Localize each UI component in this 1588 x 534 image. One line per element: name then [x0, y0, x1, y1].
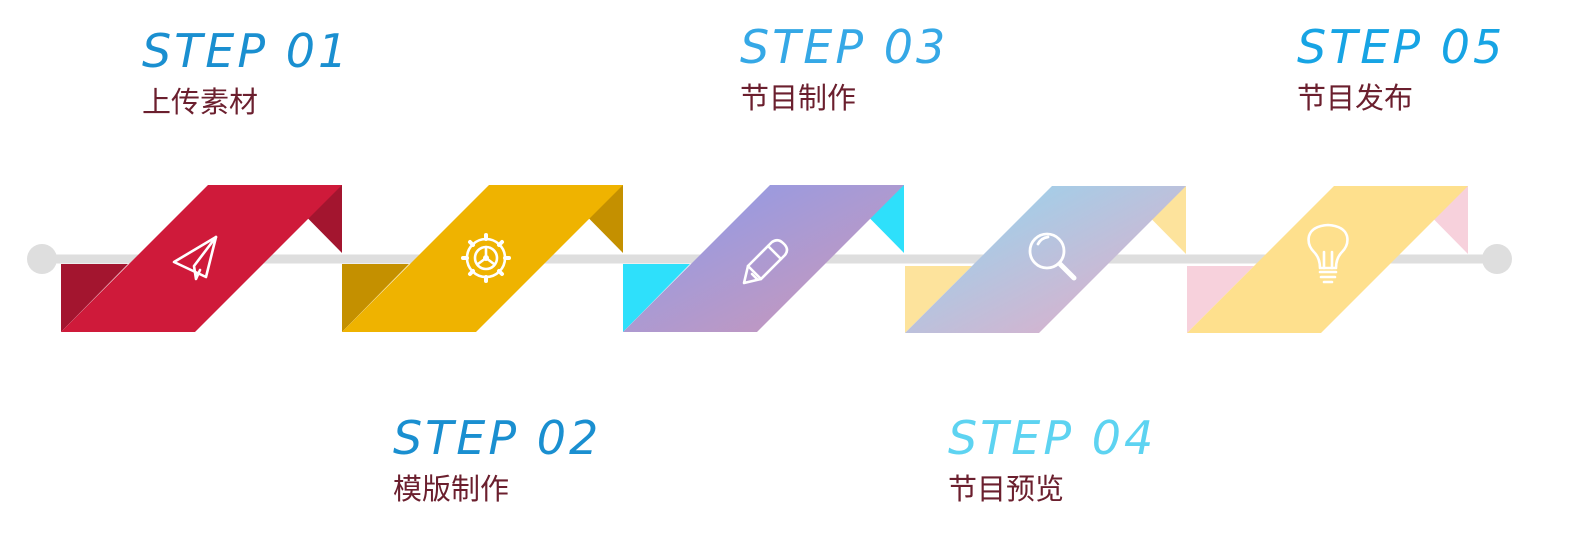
step-4-label: STEP 04 节目预览	[948, 415, 1156, 504]
step-2-title: STEP 02	[393, 411, 602, 465]
step-3-subtitle: 节目制作	[740, 81, 857, 115]
timeline-start-dot	[27, 244, 57, 274]
step-3-label: STEP 03 节目制作	[740, 24, 948, 113]
gear-icon	[461, 233, 511, 283]
step-1-ribbon	[61, 185, 342, 332]
lightbulb-icon	[1307, 223, 1349, 284]
timeline-end-dot	[1482, 244, 1512, 274]
step-2-label: STEP 02 模版制作	[393, 415, 601, 504]
step-2-ribbon	[342, 185, 623, 332]
step-5-subtitle: 节目发布	[1297, 81, 1414, 115]
step-3-title: STEP 03	[740, 20, 949, 74]
step-4-subtitle: 节目预览	[948, 472, 1065, 506]
paper-plane-icon	[172, 235, 218, 281]
magnifier-icon	[1028, 232, 1077, 281]
step-4-title: STEP 04	[948, 411, 1157, 465]
step-5-ribbon	[1187, 186, 1468, 333]
pencil-icon	[742, 238, 789, 285]
step-3-ribbon	[623, 185, 904, 332]
step-1-subtitle: 上传素材	[142, 85, 259, 119]
step-4-ribbon	[905, 186, 1186, 333]
step-5-title: STEP 05	[1297, 20, 1506, 74]
step-5-label: STEP 05 节目发布	[1297, 24, 1505, 113]
step-1-title: STEP 01	[142, 24, 351, 78]
step-1-label: STEP 01 上传素材	[142, 28, 350, 117]
step-2-subtitle: 模版制作	[393, 472, 510, 506]
